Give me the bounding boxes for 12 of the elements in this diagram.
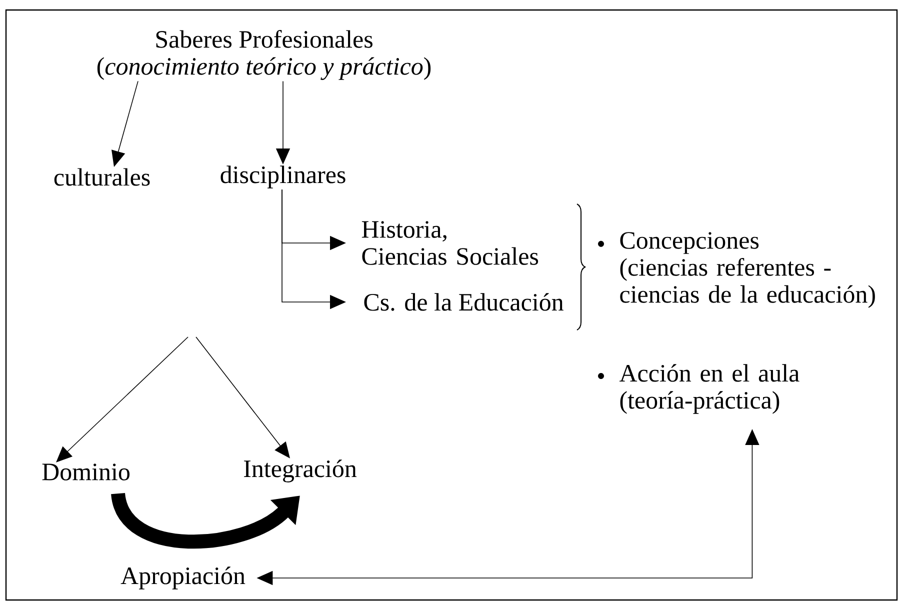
heading-text: Saberes Profesionales (conocimiento teórico y práctico) bbox=[97, 30, 431, 80]
bullet-text: Acción en el aula (teoría-práctica) bbox=[619, 364, 800, 414]
label-text: Dominio bbox=[42, 464, 130, 480]
label-text: Historia, Ciencias Sociales bbox=[362, 221, 538, 265]
label-text: culturales bbox=[54, 168, 150, 186]
label-text: Integración bbox=[244, 460, 357, 482]
label-text: Cs. de la Educación bbox=[364, 293, 564, 311]
label-text: disciplinares bbox=[220, 166, 346, 188]
bullet-text: Concepciones (ciencias referentes - ciencias de la educación) bbox=[620, 232, 875, 308]
label-text: Apropiación bbox=[120, 566, 246, 590]
arrow bbox=[56, 336, 188, 462]
arrow bbox=[196, 336, 290, 458]
